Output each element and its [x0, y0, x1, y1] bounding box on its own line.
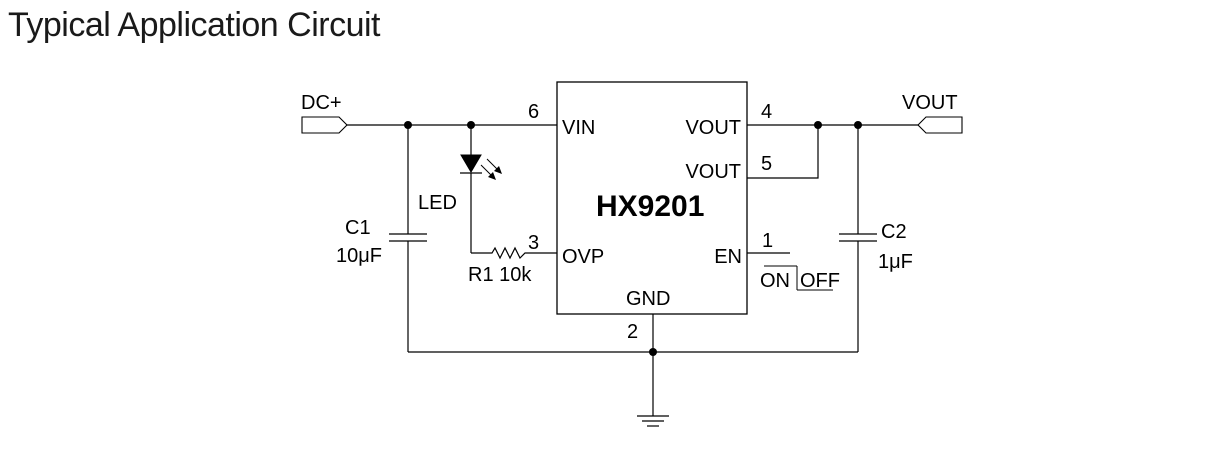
- switch-off-label: OFF: [800, 270, 840, 292]
- pin-number-vin: 6: [528, 101, 539, 123]
- pin-label-ovp: OVP: [562, 246, 604, 268]
- c1-name: C1: [345, 217, 371, 239]
- switch-on-label: ON: [760, 270, 790, 292]
- vout5-wire: [747, 125, 819, 179]
- pin-number-ovp: 3: [528, 232, 539, 254]
- page-title: Typical Application Circuit: [8, 6, 381, 44]
- pin-label-vin: VIN: [562, 117, 595, 139]
- led-triangle: [460, 154, 482, 173]
- led-arrowhead-1: [488, 172, 496, 180]
- pin-number-gnd: 2: [627, 321, 638, 343]
- pin-label-gnd: GND: [626, 288, 670, 310]
- junction-vout5: [814, 121, 822, 129]
- pin-number-vout-top: 4: [761, 101, 772, 123]
- ic-body: [556, 81, 748, 315]
- led-arrowhead-2: [494, 166, 502, 174]
- pin-label-en: EN: [714, 246, 742, 268]
- pin-label-vout-top: VOUT: [685, 117, 741, 139]
- pin-number-en: 1: [762, 230, 773, 252]
- r1-resistor: [471, 246, 557, 260]
- input-port: [301, 116, 348, 134]
- output-port-label: VOUT: [902, 92, 958, 114]
- led-label: LED: [418, 192, 457, 214]
- c1-value: 10μF: [336, 245, 382, 267]
- r1-label: R1 10k: [468, 264, 532, 286]
- pin-number-vout-mid: 5: [761, 153, 772, 175]
- ic-name: HX9201: [596, 190, 704, 223]
- output-port: [917, 116, 963, 134]
- input-port-label: DC+: [301, 92, 342, 114]
- pin-label-vout-mid: VOUT: [685, 161, 741, 183]
- c2-value: 1μF: [878, 251, 913, 273]
- c2-name: C2: [881, 221, 907, 243]
